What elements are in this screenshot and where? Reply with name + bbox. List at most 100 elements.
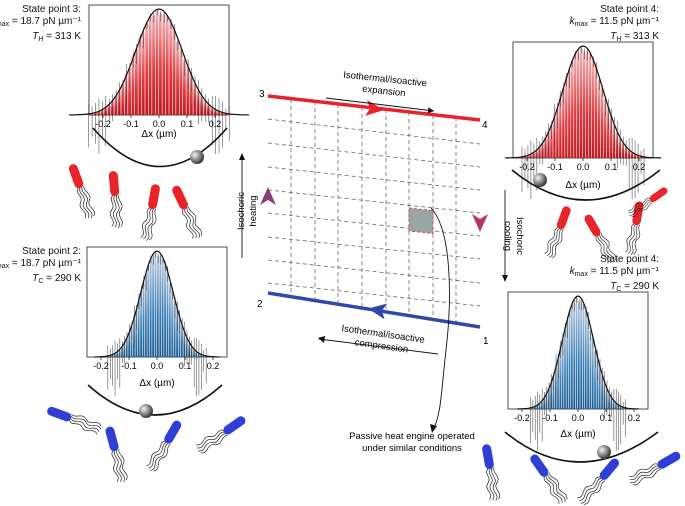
hist-bar [532,152,535,158]
hist-bar [109,355,111,357]
hist-bar [154,252,157,357]
x-tick-label: 0.1 [181,119,194,129]
hist-bar [554,364,557,409]
hist-bar [550,382,552,409]
gaussian-fit [517,295,639,410]
x-tick-label: 0.0 [153,119,166,129]
hist-bar [193,83,197,115]
hist-bar [580,301,583,409]
temp-sp4-cold: TC = 290 K [610,281,659,293]
hist-bar [559,94,562,158]
hist-bar [603,382,606,409]
hist-bar [125,337,128,357]
hist-bar [642,156,645,158]
passive-engine-square [408,207,434,235]
passive-engine-pointer [430,207,450,431]
svg-text:Isochoric: Isochoric [236,192,247,230]
gaussian-fit [94,250,220,358]
hist-bar [591,58,595,158]
hist-bar [543,397,545,409]
hist-bar [589,330,592,409]
hist-bar [621,407,624,409]
hist-bar [121,84,125,115]
svg-text:expansion: expansion [362,84,406,99]
x-tick-label: 0.2 [209,119,222,129]
corner-label-3: 3 [259,89,265,100]
hist-bar [152,15,155,115]
hist-bar [207,104,210,115]
hist-bar [531,407,534,409]
hist-bar [639,156,642,158]
hist-bar [540,400,543,409]
hist-bar [172,27,176,115]
hist-bar [588,53,592,158]
x-tick-label: 0.2 [633,162,646,172]
state-title-sp2: State point 2: [22,246,81,257]
hist-bar [159,13,162,116]
hist-bar [110,100,114,115]
hist-bar [575,297,578,409]
hist-bar [197,353,200,357]
passive-engine-label-2: under similar conditions [362,443,462,454]
hist-bar [538,146,541,158]
label-isothermal-expansion: Isothermal/isoactive expansion [343,70,428,100]
label-isochoric-cooling: Isochoric cooling [502,217,525,255]
hist-bar [116,351,119,357]
x-tick-label: -0.1 [123,119,139,129]
hist-bar [627,150,631,158]
hist-bar [568,310,571,409]
hist-bar [556,108,559,158]
hist-bar [159,256,162,357]
hist-bar [594,350,596,409]
hist-bar [562,87,565,158]
x-tick-label: 0.2 [207,361,220,371]
hist-bar [544,137,547,158]
hist-bar [529,154,532,158]
bead-sp4-cold [597,445,611,459]
hist-bar [534,406,536,409]
x-tick-label: 0.0 [572,413,585,423]
x-tick-label: -0.1 [542,413,558,423]
hist-bar [578,301,580,409]
potential-well-sp3 [92,127,228,168]
hist-bar [217,111,221,115]
hist-bar [131,54,135,115]
hist-bar [130,326,133,357]
hist-bar [123,342,126,357]
x-tick-label: 0.1 [179,361,192,371]
hist-bar [128,331,131,357]
corner-label-1: 1 [483,336,489,347]
hist-bar [137,296,140,357]
cycle-fill [268,96,480,327]
x-tick-label: -0.2 [514,413,530,423]
hist-bar [568,71,571,158]
state-label-sp3: State point 3: kmax = 18.7 pN µm⁻¹ TH = … [0,4,81,46]
temp-sp4-hot: TH = 313 K [610,31,659,43]
hist-bar [141,32,145,115]
hist-bar [535,150,538,158]
state-title-sp4-cold: State point 4: [600,254,659,265]
hist-bar [162,14,166,115]
xlabel-sp2: Δx (µm) [139,378,174,389]
hist-bar [135,310,138,357]
label-isochoric-heating: Isochoric heating [236,192,259,230]
x-tick-label: -0.2 [519,162,535,172]
hist-bar [587,316,589,409]
hist-bar [183,332,186,357]
hist-bar [564,326,566,409]
hist-bar [169,21,173,115]
hist-bar [596,356,599,409]
state-title-sp4-hot: State point 4: [600,4,659,15]
x-tick-label: -0.1 [547,162,563,172]
hist-bar [147,264,150,357]
hist-bar [566,321,569,409]
hist-bar [606,106,610,158]
hist-bar [210,107,214,115]
hist-bar [192,349,195,357]
hist-bar [183,60,186,115]
hist-bar [619,406,622,409]
hist-bar [165,16,169,115]
